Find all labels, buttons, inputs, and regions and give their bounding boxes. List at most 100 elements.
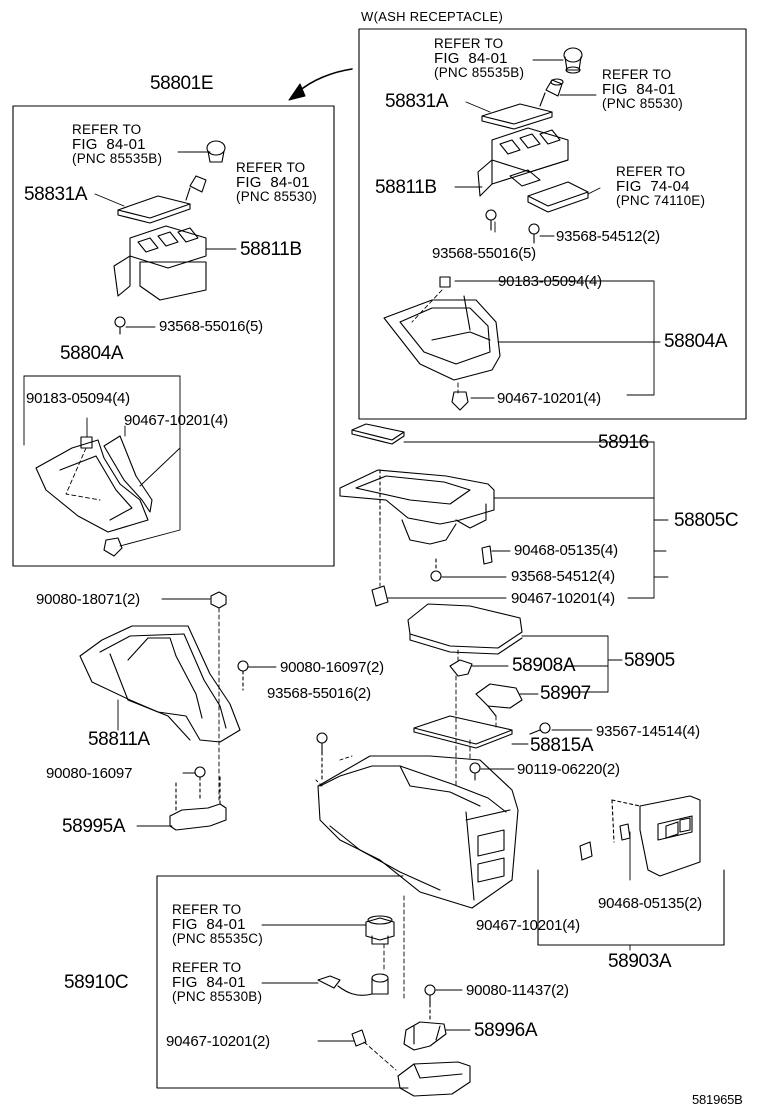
lighter-85530-top — [539, 78, 564, 107]
part-90467-10201-2: 90467-10201(2) — [166, 1033, 270, 1050]
part-90468-05135-4: 90468-05135(4) — [514, 542, 618, 559]
bracket-58903A — [537, 869, 725, 946]
lid-58905 — [407, 603, 523, 655]
part-90080-16097-2: 90080-16097(2) — [280, 659, 384, 676]
part-58831A-left: 58831A — [24, 184, 88, 205]
part-58804A-left: 58804A — [60, 343, 124, 364]
part-58815A: 58815A — [530, 735, 594, 756]
bracket-58996A — [403, 1021, 447, 1051]
part-58903A: 58903A — [608, 951, 672, 972]
hinge-58908A — [449, 659, 473, 677]
nut-90080-18071 — [210, 591, 227, 609]
socket-85535C — [365, 915, 395, 945]
part-90080-16097: 90080-16097 — [46, 765, 133, 782]
part-58805C: 58805C — [674, 510, 739, 531]
part-93568-55016-5-top: 93568-55016(5) — [432, 245, 536, 262]
part-93568-54512-2-top: 93568-54512(2) — [556, 228, 660, 245]
part-58804A-top: 58804A — [664, 331, 728, 352]
screw-90080-16097-2 — [237, 660, 249, 691]
part-93568-55016-2: 93568-55016(2) — [267, 685, 371, 702]
part-58907: 58907 — [540, 683, 591, 704]
tray-58805C — [339, 469, 495, 545]
clip-90467-right — [579, 841, 593, 861]
part-90467-10201-4-top: 90467-10201(4) — [497, 390, 601, 407]
part-58811B-left: 58811B — [240, 239, 302, 260]
panel-58811B-top — [477, 127, 569, 197]
screw-90119-06220 — [469, 762, 481, 781]
curved-arrow-icon — [288, 68, 353, 101]
part-90467-10201-4-bot: 90467-10201(4) — [476, 917, 580, 934]
panel-58831A-top — [481, 103, 553, 130]
screw-93568-54512-4 — [430, 557, 442, 582]
part-93568-54512-4: 93568-54512(4) — [511, 568, 615, 585]
bezel-58804A-left — [35, 435, 153, 533]
screw-90080-11437 — [424, 984, 436, 1023]
leaders-left — [23, 151, 237, 547]
diagram-code: 581965B — [692, 1092, 743, 1107]
left-assembly-frame — [12, 105, 335, 567]
part-58916: 58916 — [598, 432, 649, 453]
console-body — [317, 755, 519, 909]
part-58908A: 58908A — [512, 655, 576, 676]
leaders-top-right — [411, 59, 661, 399]
leaders-lower-left — [117, 598, 277, 827]
screw-90080-16097 — [194, 766, 206, 801]
part-58995A: 58995A — [62, 816, 126, 837]
screw-93567-14514 — [529, 722, 551, 735]
ash-tray-74110E — [527, 181, 589, 213]
part-90119-06220-2: 90119-06220(2) — [517, 761, 620, 778]
clip-90183-top — [439, 276, 451, 288]
part-93567-14514-4: 93567-14514(4) — [596, 723, 700, 740]
panel-58811B-left — [113, 225, 207, 301]
leaders-mid — [379, 441, 669, 599]
main-part-number: 58801E — [150, 73, 214, 94]
latch-58907 — [475, 683, 523, 717]
panel-58811A — [79, 625, 241, 743]
clip-90467-10201-2 — [351, 1029, 367, 1047]
clip-90183-left — [80, 436, 93, 449]
part-58831A-top: 58831A — [385, 91, 449, 112]
part-58811B-top: 58811B — [375, 177, 437, 198]
pad-90468-05135 — [481, 545, 493, 565]
clip-90467-left — [103, 537, 123, 557]
screw-93568-55016-2 — [316, 732, 328, 783]
screw-55016-top — [485, 209, 497, 231]
part-58811A: 58811A — [88, 729, 150, 750]
screw-55016-left — [114, 316, 126, 335]
bracket-58995A — [169, 775, 227, 831]
cover-58903A — [611, 795, 701, 877]
cover-lower — [397, 1061, 471, 1097]
leaders-lower — [261, 895, 471, 1071]
part-90467-10201-4-left: 90467-10201(4) — [124, 412, 228, 429]
cap-85535B-left — [206, 140, 226, 163]
part-90183-05094-4-left: 90183-05094(4) — [26, 390, 130, 407]
clip-90467-top — [451, 391, 469, 411]
part-58910C: 58910C — [64, 972, 129, 993]
variant-heading: W(ASH RECEPTACLE) — [361, 9, 504, 24]
part-90080-11437-2: 90080-11437(2) — [466, 982, 569, 999]
clip-90467-mid — [371, 585, 389, 607]
ash-receptacle-frame — [358, 28, 747, 420]
bezel-58804A-top — [383, 295, 501, 381]
part-90080-18071-2: 90080-18071(2) — [36, 591, 140, 608]
screw-54512-top — [528, 223, 540, 244]
lighter-85530-left — [185, 175, 207, 201]
lid-58916 — [351, 423, 405, 445]
cap-85535B-top — [563, 47, 583, 74]
panel-58831A-left — [117, 195, 191, 224]
part-58996A: 58996A — [474, 1020, 538, 1041]
part-90468-05135-2: 90468-05135(2) — [598, 895, 702, 912]
part-90467-10201-4-mid: 90467-10201(4) — [511, 590, 615, 607]
part-58905: 58905 — [624, 650, 675, 671]
lower-bracket-frame — [156, 875, 409, 1089]
part-93568-55016-5-left: 93568-55016(5) — [159, 318, 263, 335]
